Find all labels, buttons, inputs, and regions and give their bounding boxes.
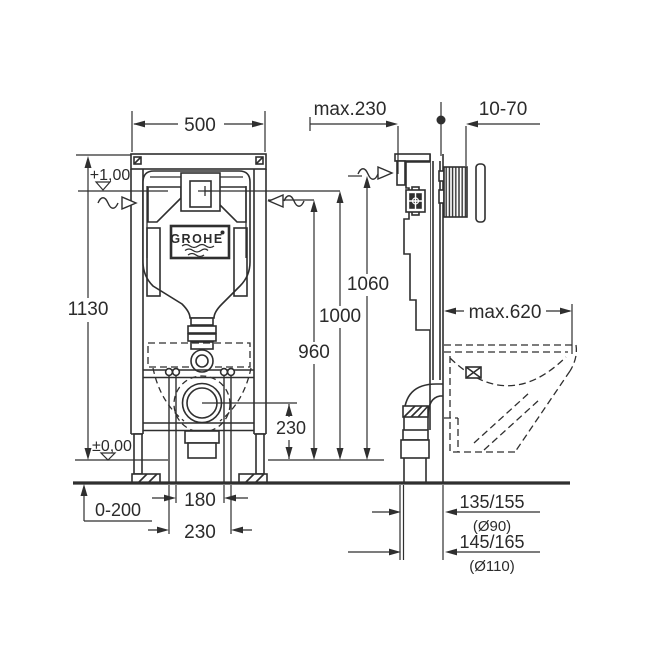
wc-pan-dashed xyxy=(444,344,578,453)
tank-channel-left xyxy=(146,227,161,297)
dim-label-960: 960 xyxy=(298,342,330,363)
registered-mark-icon xyxy=(220,230,225,235)
tank-panel-left xyxy=(147,186,182,223)
dim-label-135-155: 135/155 xyxy=(459,492,524,512)
dim-label-1060: 1060 xyxy=(347,274,389,295)
dim-height-1130: 1130 xyxy=(68,154,131,460)
dim-label-1130: 1130 xyxy=(68,299,109,320)
crossbars xyxy=(143,369,254,432)
dim-label-180: 180 xyxy=(184,490,216,511)
dim-label-10-70: 10-70 xyxy=(479,99,528,120)
fixing-bolt xyxy=(164,367,174,377)
dim-pan-depth: max.620 xyxy=(444,302,573,354)
dim-label-145-165: 145/165 xyxy=(459,532,524,552)
dim-label-0-200: 0-200 xyxy=(95,500,141,520)
wall-finish-arrow-side xyxy=(357,165,394,181)
dim-drain-offsets: 135/155 (Ø90) 145/165 (Ø110) xyxy=(348,485,540,575)
flush-access-ribbed xyxy=(443,166,468,218)
wall-finish-arrow-left xyxy=(97,195,138,211)
dim-label-230-outlet: 230 xyxy=(276,418,306,438)
dim-height-960: 960 xyxy=(298,200,330,460)
dim-label-dia110: (Ø110) xyxy=(469,558,515,575)
isolation-valve xyxy=(405,186,426,216)
corner-screw-right xyxy=(255,156,264,165)
dim-height-1060: 1060 xyxy=(347,176,389,460)
tank-channel-right xyxy=(233,227,248,297)
level-label-floor: ±0,00 xyxy=(92,438,132,461)
fixing-rods xyxy=(168,376,232,483)
side-view xyxy=(394,153,578,483)
dim-label-max620: max.620 xyxy=(469,302,542,323)
dim-label-1000: 1000 xyxy=(319,306,361,327)
dim-outlet-height-230: 230 xyxy=(276,404,306,459)
flush-pipe xyxy=(187,317,217,350)
dim-label-dia90: (Ø90) xyxy=(473,518,511,535)
label-plus-1-00: +1,00 xyxy=(90,167,131,184)
frame-top-bar xyxy=(130,153,267,170)
level-label-upper: +1,00 xyxy=(90,167,131,191)
brand-logo: GROHE xyxy=(169,224,231,260)
drain-elbow xyxy=(400,383,443,483)
flush-plate-edge xyxy=(475,163,486,223)
dim-height-1000: 1000 xyxy=(319,191,361,460)
front-view: GROHE xyxy=(130,153,297,484)
pan-fixing-stub xyxy=(465,366,482,379)
floor-and-levels xyxy=(73,165,570,485)
label-zero-00: ±0,00 xyxy=(92,438,132,455)
dim-frame-depth: max.230 xyxy=(309,99,399,174)
dim-label-max230: max.230 xyxy=(314,99,387,120)
dim-fixing-spacings: 180 230 xyxy=(148,485,252,543)
center-dot-icon xyxy=(436,115,446,125)
dim-foot-adjust: 0-200 xyxy=(80,484,152,522)
outlet-connector xyxy=(184,430,220,444)
dim-label-500: 500 xyxy=(184,115,216,136)
dimensions: 500 1130 +1,00 ±0,00 230 xyxy=(68,99,573,575)
brand-logo-text: GROHE xyxy=(170,232,223,246)
actuation-centerline xyxy=(436,102,446,156)
corner-screw-left xyxy=(133,156,142,165)
fixing-bolt xyxy=(226,367,236,377)
fixing-bolt xyxy=(171,367,181,377)
wall-finish-arrow-right xyxy=(267,193,305,209)
fixing-bolt xyxy=(219,367,229,377)
dim-width-500: 500 xyxy=(131,111,266,152)
dim-wall-finish: 10-70 xyxy=(465,99,540,166)
dim-label-230-bottom: 230 xyxy=(184,522,216,543)
